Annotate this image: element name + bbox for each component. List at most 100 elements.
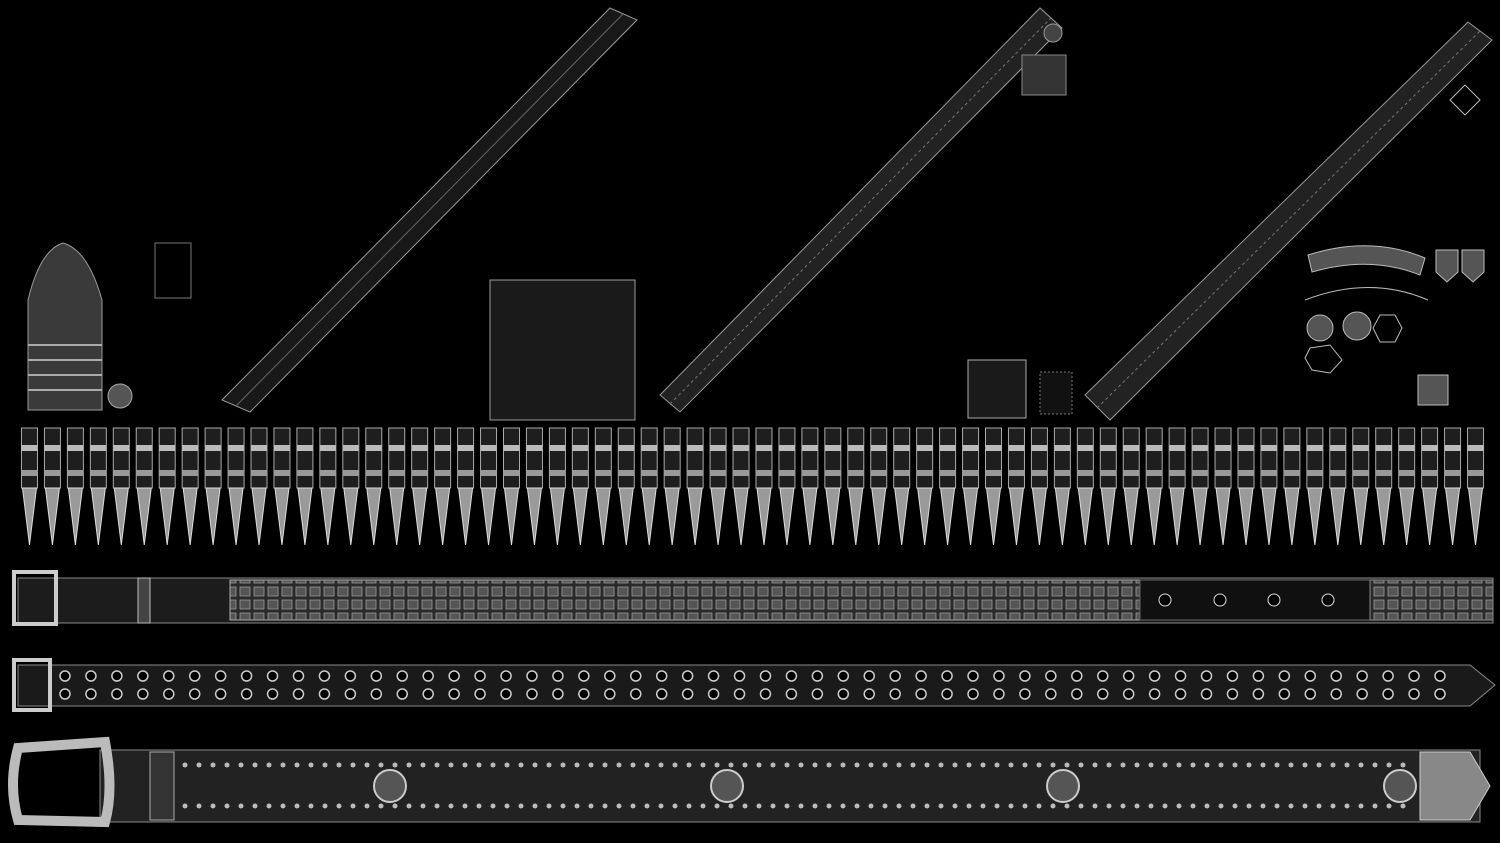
stud [1302,803,1308,809]
eyelet [396,688,409,700]
stud [938,803,944,809]
eyelet [655,670,668,682]
eyelet [578,670,590,682]
stud [728,762,734,768]
stud [1008,762,1014,768]
stud [602,803,608,809]
eyelet [318,670,331,682]
eyelet [1174,688,1187,700]
eyelet [111,688,123,700]
eyelet [707,670,720,682]
eyelet [681,670,694,682]
bullet [1260,427,1278,546]
stud [924,803,930,809]
stud [1092,803,1098,809]
stud [1274,762,1280,768]
bullet [204,427,222,546]
stud [854,762,860,768]
stud [252,762,258,768]
stud [1246,803,1252,809]
stud [392,803,398,809]
stud [350,762,356,768]
eyelet [422,670,434,682]
stud [224,762,230,768]
eyelet [59,670,71,682]
bullet [571,427,589,546]
eyelet [85,688,97,700]
eyelet [1071,670,1083,682]
uv-island-disc [1043,23,1063,43]
eyelet [1019,670,1031,682]
bullet [1467,427,1485,546]
eyelet [941,670,953,682]
stud [546,762,552,768]
stud [574,803,580,809]
eyelet [370,688,383,700]
eyelet [993,670,1005,682]
bullet [365,427,383,546]
western-buckle [8,736,115,828]
eyelet [1330,688,1342,700]
eyelet [1356,670,1368,682]
eyelet [1434,670,1446,682]
bullet [1053,427,1071,546]
eyelet [474,670,486,682]
bullet [778,427,796,546]
bullet [319,427,337,546]
stud [448,803,454,809]
bullet [594,427,612,546]
belt-tip [1419,751,1491,821]
eyelet [655,688,668,700]
stud [490,762,496,768]
eyelet [111,670,123,682]
eyelet [1382,688,1394,700]
stud [882,762,888,768]
belt-western [8,736,1491,828]
stud [1022,803,1028,809]
eyelet [889,670,901,682]
bullet [686,427,704,546]
uv-island-cluster-1 [489,279,636,421]
stud [1120,803,1126,809]
stud [224,803,230,809]
eyelet [1174,670,1187,682]
stud [1386,803,1392,809]
bullet [870,427,888,546]
eyelet [1200,688,1213,700]
stud [420,762,426,768]
stud [784,762,790,768]
stud [714,762,720,768]
stud [868,803,874,809]
stud [1316,762,1322,768]
eyelet [396,670,409,682]
eyelet [759,670,772,682]
stud [280,762,286,768]
stud [644,762,650,768]
stud [770,762,776,768]
eyelet [163,688,175,700]
stud [1176,803,1182,809]
stud [1358,803,1364,809]
eyelet [707,688,720,700]
eyelet [941,688,953,700]
eyelet [448,670,460,682]
stud [952,762,958,768]
eyelet [214,670,227,682]
stud [1302,762,1308,768]
bullet [1168,427,1186,546]
stud [308,762,314,768]
stud [322,762,328,768]
bullet [227,427,245,546]
eyelet [344,688,357,700]
bullet [502,427,520,546]
bullet [824,427,842,546]
stud [994,762,1000,768]
stud [1148,762,1154,768]
stud [952,803,958,809]
bullet [1306,427,1324,546]
stud [728,803,734,809]
stud [1092,762,1098,768]
bullet [1099,427,1117,546]
eyelet [1019,688,1031,700]
